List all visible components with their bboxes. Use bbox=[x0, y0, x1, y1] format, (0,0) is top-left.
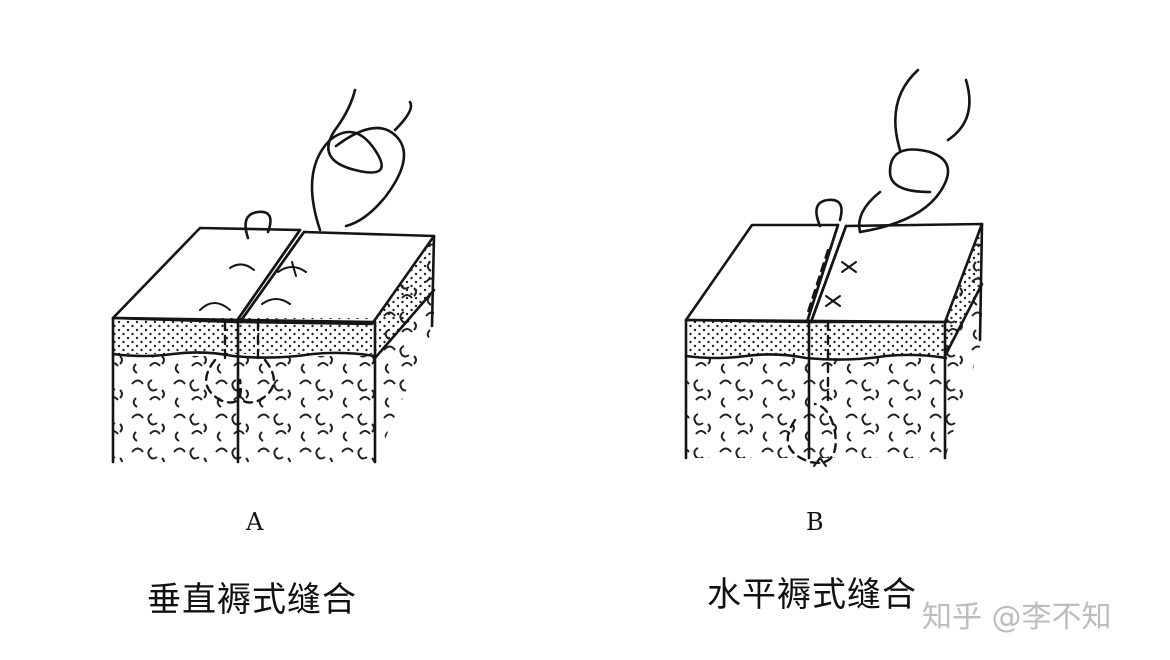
watermark: 知乎 @李不知 bbox=[922, 600, 1112, 635]
panel-b-caption: 水平褥式缝合 bbox=[707, 575, 917, 615]
panel-a-label: A bbox=[246, 508, 264, 536]
thread-loop-b bbox=[815, 198, 843, 228]
subcutaneous-layer-a bbox=[113, 356, 375, 462]
epidermis-layer-b bbox=[686, 320, 946, 356]
subcutaneous-layer-b bbox=[686, 358, 946, 458]
skin-block-b bbox=[684, 68, 984, 467]
thread-loop-a bbox=[244, 210, 272, 240]
suture-thread-b bbox=[858, 148, 950, 234]
panel-b-label: B bbox=[806, 508, 824, 536]
epidermis-layer-a bbox=[113, 318, 375, 354]
panel-a-caption: 垂直褥式缝合 bbox=[147, 580, 357, 620]
skin-block-a bbox=[111, 88, 436, 464]
suture-thread-a bbox=[310, 88, 383, 232]
